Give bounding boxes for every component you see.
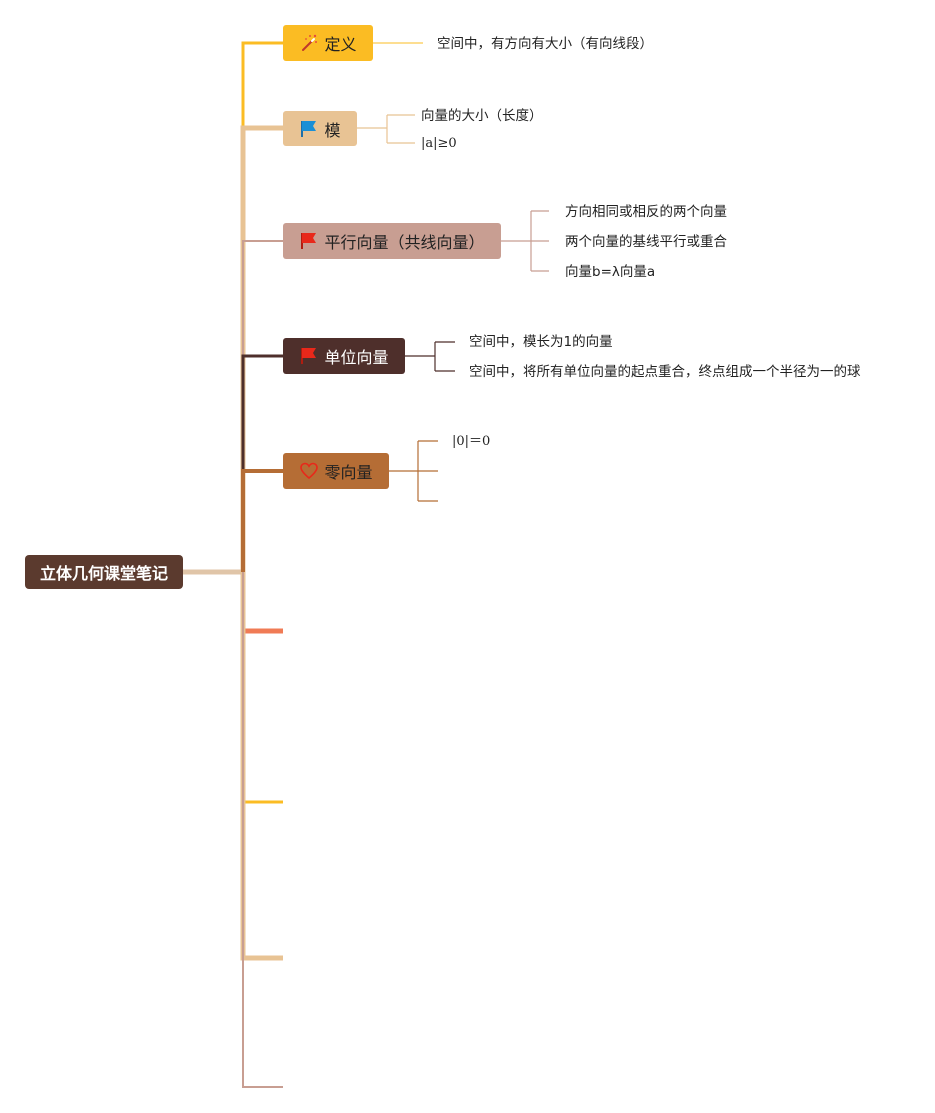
root-node[interactable]: 立体几何课堂笔记 — [25, 555, 183, 589]
leaf-def-0: 空间中，有方向有大小（有向线段） — [437, 36, 653, 52]
red-flag-icon — [301, 233, 317, 249]
leaf-unit-1: 空间中，将所有单位向量的起点重合，终点组成一个半径为一的球 — [469, 364, 861, 380]
connector-mod-leaves — [357, 114, 415, 144]
branch-label-zero: 零向量 — [324, 463, 373, 482]
connector-empty2 — [241, 572, 283, 804]
connector-par-leaves — [501, 210, 549, 272]
branch-node-def[interactable]: 定义 — [283, 25, 373, 61]
root-label: 立体几何课堂笔记 — [39, 564, 168, 583]
red-flag-icon — [301, 348, 317, 364]
blue-flag-icon — [301, 120, 317, 137]
leaf-par-1: 两个向量的基线平行或重合 — [565, 234, 727, 250]
heart-outline-icon — [300, 462, 319, 480]
branch-label-mod: 模 — [324, 120, 341, 140]
connector-zero-leaves — [389, 440, 438, 502]
branch-node-zero[interactable]: 零向量 — [283, 453, 389, 489]
leaf-unit-0: 空间中，模长为1的向量 — [469, 334, 613, 350]
connector-def — [241, 41, 283, 572]
connector-unit — [241, 354, 283, 572]
leaf-mod-1: |a|≥0 — [421, 136, 457, 151]
leaf-par-0: 方向相同或相反的两个向量 — [565, 204, 727, 220]
leaf-par-2: 向量b=λ向量a — [565, 264, 656, 280]
branch-node-unit[interactable]: 单位向量 — [283, 338, 405, 374]
branch-node-par[interactable]: 平行向量（共线向量） — [283, 223, 501, 259]
branch-label-def: 定义 — [324, 35, 357, 54]
magic-wand-icon — [302, 34, 318, 51]
connector-mod — [240, 125, 283, 572]
connector-par — [242, 240, 283, 572]
branch-label-par: 平行向量（共线向量） — [324, 233, 485, 252]
connector-unit-leaves — [405, 341, 455, 372]
connector-empty1 — [240, 572, 283, 634]
connector-zero — [241, 469, 283, 572]
branch-node-mod[interactable]: 模 — [283, 111, 357, 146]
leaf-mod-0: 向量的大小（长度） — [421, 108, 543, 124]
connector-empty4 — [242, 572, 283, 1088]
leaf-zero-0: |0|＝0 — [452, 434, 491, 449]
branch-label-unit: 单位向量 — [324, 348, 389, 367]
